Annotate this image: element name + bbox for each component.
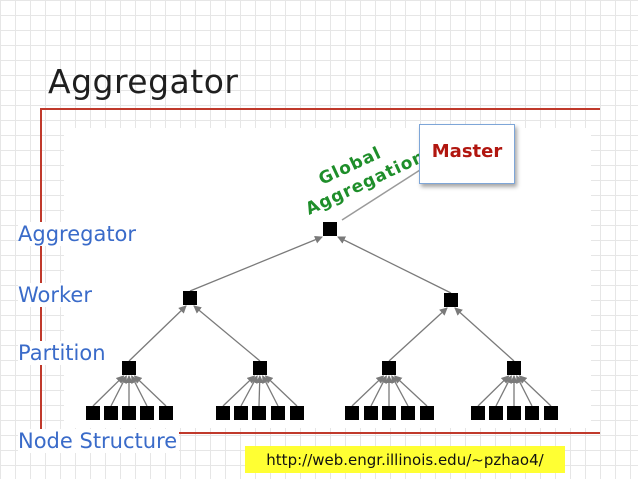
worker-node-2 [444,293,458,307]
leaf-node-1-1 [86,406,100,420]
edge-worker-node-2-to-aggregator [337,236,452,294]
leaf-node-2-5 [290,406,304,420]
edge-partition-node-2-to-worker [193,305,261,362]
edge-leaf-1-5 [133,375,167,407]
tree-nodes [86,222,558,420]
label-aggregator: Aggregator [18,222,139,246]
leaf-node-4-5 [544,406,558,420]
edge-leaf-4-2 [495,375,512,407]
leaf-node-3-1 [345,406,359,420]
title-underline [40,108,600,110]
label-worker: Worker [18,283,94,307]
leaf-node-3-4 [401,406,415,420]
edge-leaf-3-5 [393,375,428,407]
master-node: Master [419,124,515,184]
leaf-node-2-3 [252,406,266,420]
edge-leaf-2-1 [222,375,256,407]
leaf-node-2-1 [216,406,230,420]
leaf-node-1-3 [122,406,136,420]
edge-leaf-3-2 [370,375,387,407]
leaf-node-3-3 [382,406,396,420]
leaf-node-4-4 [525,406,539,420]
edge-partition-node-1-to-worker [128,305,187,362]
leaf-node-2-2 [234,406,248,420]
leaf-node-1-2 [104,406,118,420]
edge-partition-node-3-to-worker [388,307,448,362]
tree-edges [92,235,552,407]
source-url[interactable]: http://web.engr.illinois.edu/~pzhao4/ [245,446,565,473]
partition-node-2 [253,361,267,375]
edge-leaf-2-3 [255,375,264,407]
partition-node-4 [507,361,521,375]
leaf-node-3-2 [364,406,378,420]
leaf-node-1-4 [140,406,154,420]
edge-leaf-2-2 [240,375,258,407]
edge-leaf-3-1 [351,375,385,407]
bottom-rule [40,432,600,434]
master-label: Master [431,140,503,162]
edge-leaf-2-5 [264,375,298,407]
edge-leaf-1-1 [92,375,125,407]
leaf-node-1-5 [159,406,173,420]
edge-worker-node-1-to-aggregator [189,235,323,292]
master-link [341,169,421,221]
left-rule [40,108,42,438]
edge-leaf-4-1 [477,375,510,407]
leaf-node-4-2 [489,406,503,420]
label-node-structure: Node Structure [18,429,180,453]
leaf-node-3-5 [420,406,434,420]
leaf-node-2-4 [271,406,285,420]
worker-node-1 [183,291,197,305]
edge-leaf-4-5 [518,375,552,407]
edge-leaf-1-2 [110,375,127,407]
leaf-node-4-1 [471,406,485,420]
slide-title: Aggregator [48,62,239,101]
label-partition: Partition [18,341,108,365]
leaf-node-4-3 [507,406,521,420]
edge-partition-node-4-to-worker [454,307,515,362]
aggregator-node [323,222,337,236]
partition-node-1 [122,361,136,375]
partition-node-3 [382,361,396,375]
